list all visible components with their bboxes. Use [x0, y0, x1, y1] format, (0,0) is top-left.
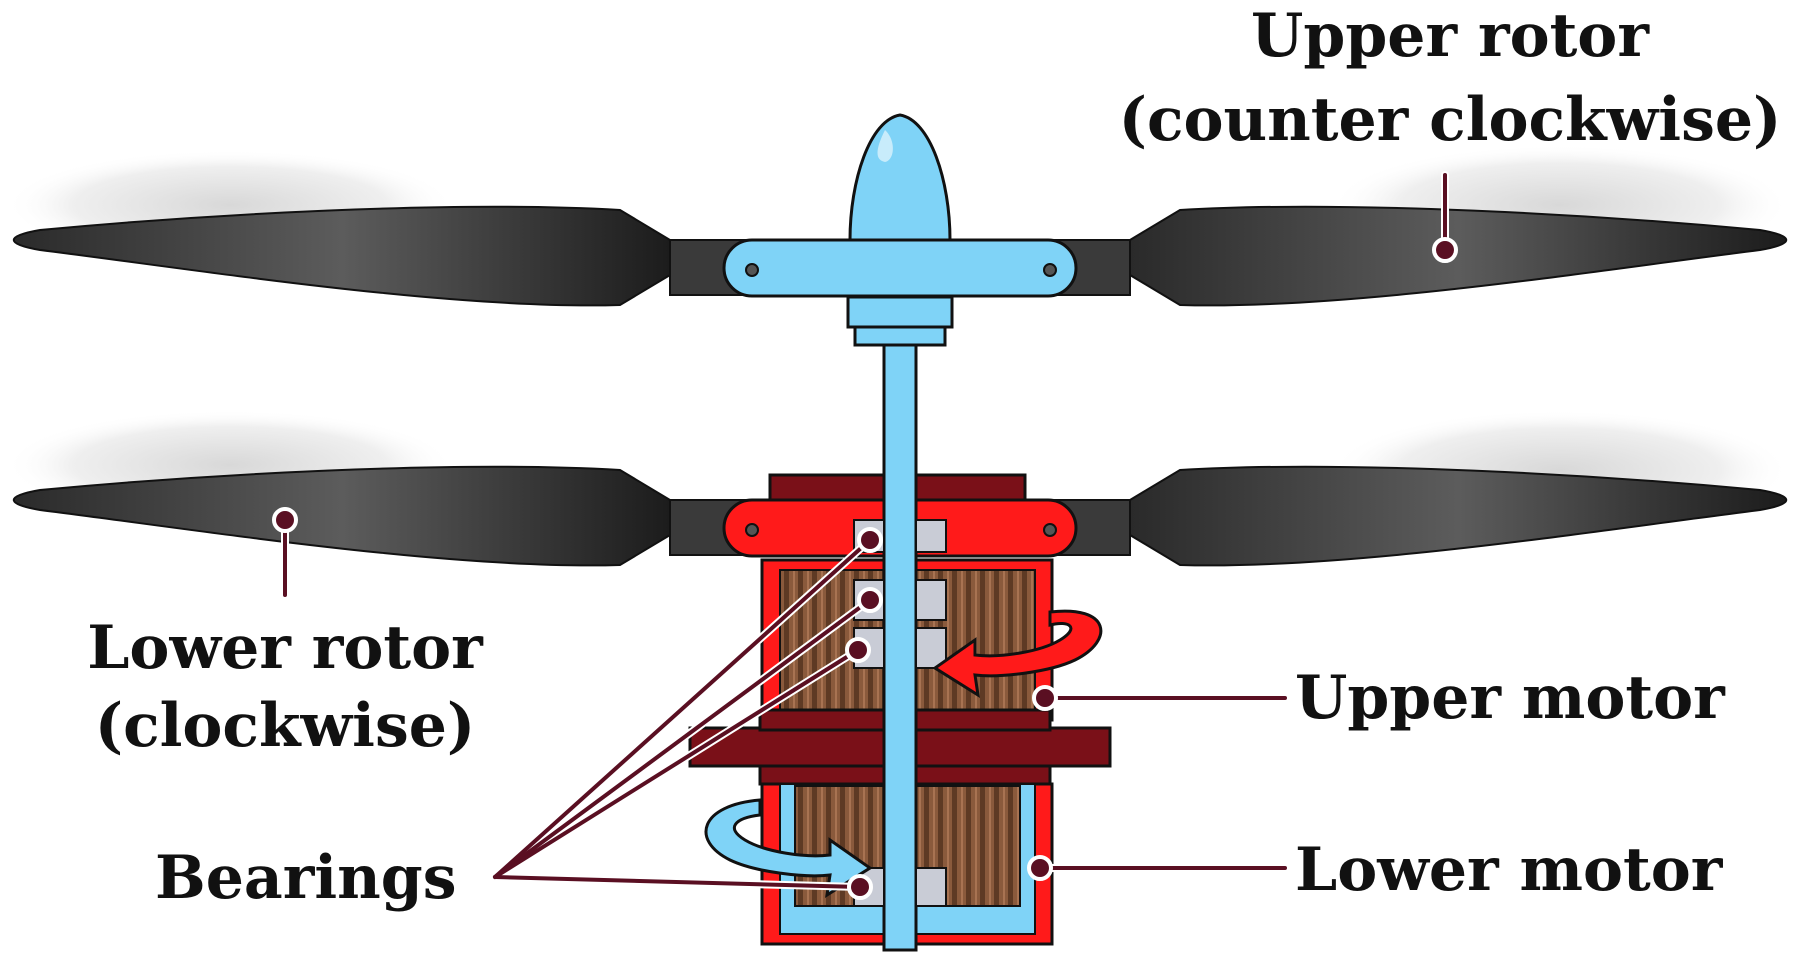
bearing — [915, 867, 947, 907]
upper-rotor-sublabel: (counter clockwise) — [1119, 85, 1782, 155]
lower-rotor-label: Lower rotor — [87, 613, 484, 683]
bearings-leader — [493, 648, 860, 879]
upper-motor-label: Upper motor — [1295, 663, 1726, 733]
spinner-highlight — [877, 130, 893, 162]
upper-rotor-blade-right — [1129, 205, 1787, 307]
bearing — [915, 627, 947, 669]
lower-hub-bolt-right — [1043, 523, 1057, 537]
spinner-cone — [848, 113, 952, 242]
lower-motor-label: Lower motor — [1295, 835, 1724, 905]
upper-hub-bolt-left — [745, 263, 759, 277]
upper-hub-bolt-right — [1043, 263, 1057, 277]
upper-rotor-blade-left — [13, 205, 671, 307]
lower-rotor-blade-left — [13, 465, 671, 567]
bearing — [915, 579, 947, 621]
bearings-leader — [493, 598, 872, 879]
bearings-label: Bearings — [155, 843, 457, 913]
hub-collar — [846, 295, 954, 329]
bearing — [915, 519, 947, 553]
main-shaft — [882, 343, 918, 952]
bearings-leader — [493, 538, 872, 879]
clockwise-arrow-icon — [704, 798, 873, 899]
bearings-leader — [493, 875, 862, 889]
spinner — [846, 113, 954, 347]
leader-dots — [272, 237, 1458, 900]
upper-rotor-label: Upper rotor — [1251, 1, 1650, 71]
upper-rotor-hub — [722, 238, 1078, 298]
lower-rotor-sublabel: (clockwise) — [95, 691, 476, 761]
lower-hub-bolt-left — [745, 523, 759, 537]
counter-clockwise-arrow-icon — [932, 609, 1103, 699]
hub-collar-lower — [853, 325, 947, 347]
leader-lines-dark — [283, 173, 1447, 889]
lower-rotor-blade-right — [1129, 465, 1787, 567]
